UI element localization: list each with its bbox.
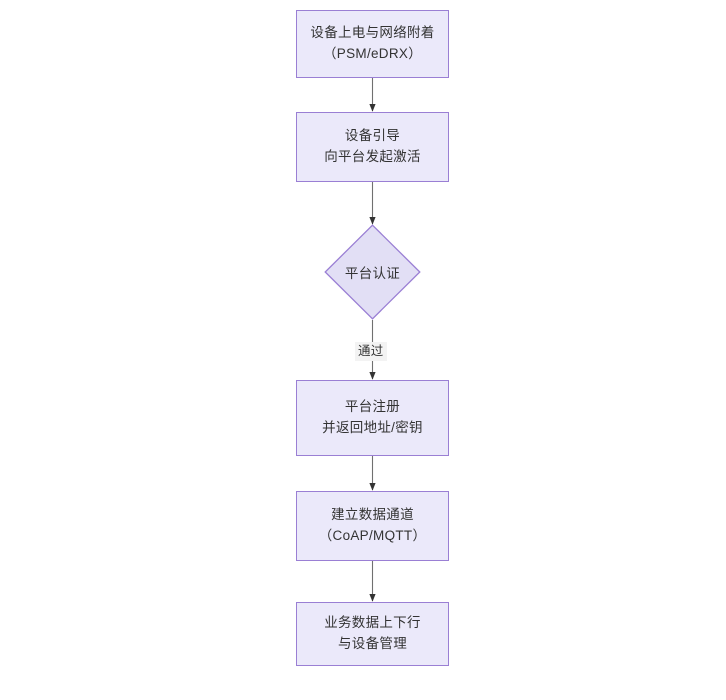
flow-node-data-channel[interactable]: 建立数据通道 （CoAP/MQTT）	[296, 491, 449, 561]
flow-node-platform-register-line-2: 并返回地址/密钥	[322, 420, 423, 435]
flow-node-power-on-line-2: （PSM/eDRX）	[322, 46, 423, 61]
flow-node-platform-auth-label: 平台认证	[344, 266, 401, 281]
flow-node-platform-register[interactable]: 平台注册 并返回地址/密钥	[296, 380, 449, 456]
flow-node-data-channel-line-1: 建立数据通道	[331, 507, 414, 523]
flow-node-power-on-line-1: 设备上电与网络附着	[310, 25, 435, 41]
flow-node-power-on[interactable]: 设备上电与网络附着 （PSM/eDRX）	[296, 10, 449, 78]
edge-label-pass: 通过	[355, 342, 387, 361]
flow-node-data-channel-line-2: （CoAP/MQTT）	[318, 528, 427, 543]
flow-node-business-data-line-1: 业务数据上下行	[324, 615, 421, 631]
flow-node-bootstrap[interactable]: 设备引导 向平台发起激活	[296, 112, 449, 182]
flow-node-platform-register-line-1: 平台注册	[344, 399, 401, 415]
flow-node-bootstrap-line-2: 向平台发起激活	[324, 149, 421, 164]
flow-node-bootstrap-line-1: 设备引导	[344, 128, 401, 144]
diamond-shape-icon	[324, 224, 421, 320]
flow-node-business-data-line-2: 与设备管理	[338, 636, 407, 651]
flow-node-business-data[interactable]: 业务数据上下行 与设备管理	[296, 602, 449, 666]
flow-node-platform-auth[interactable]: 平台认证	[324, 224, 421, 320]
